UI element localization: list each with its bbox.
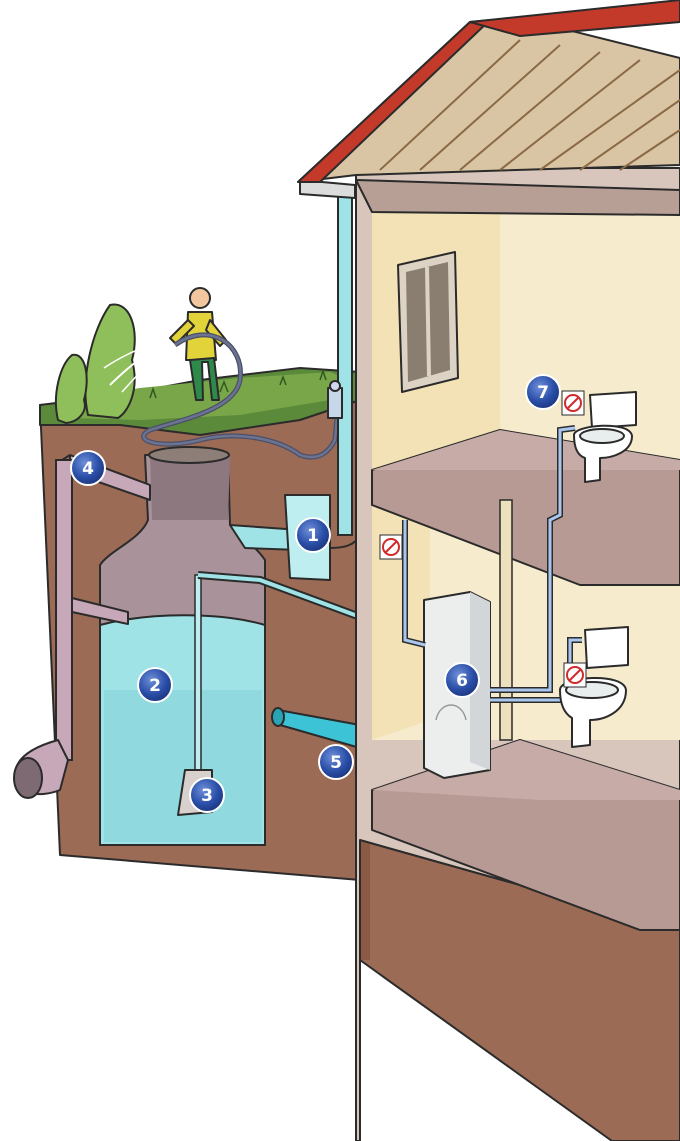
- marker-4: 4: [71, 451, 105, 485]
- marker-5-label: 5: [330, 753, 342, 773]
- marker-7-label: 7: [537, 383, 549, 403]
- marker-6-label: 6: [456, 671, 468, 691]
- marker-5: 5: [319, 745, 353, 779]
- no-drinking-water-icon: [380, 535, 402, 559]
- marker-4-label: 4: [82, 459, 94, 479]
- marker-1: 1: [296, 518, 330, 552]
- no-drinking-water-icon: [564, 663, 586, 687]
- roof: [298, 0, 680, 182]
- tap-icon: [328, 381, 342, 418]
- marker-1-label: 1: [307, 526, 319, 546]
- no-drinking-water-icon: [562, 391, 584, 415]
- marker-3-label: 3: [201, 786, 213, 806]
- marker-2: 2: [138, 668, 172, 702]
- marker-7: 7: [526, 375, 560, 409]
- window: [398, 252, 458, 392]
- bushes: [56, 304, 135, 423]
- marker-2-label: 2: [149, 676, 161, 696]
- marker-3: 3: [190, 778, 224, 812]
- marker-6: 6: [445, 663, 479, 697]
